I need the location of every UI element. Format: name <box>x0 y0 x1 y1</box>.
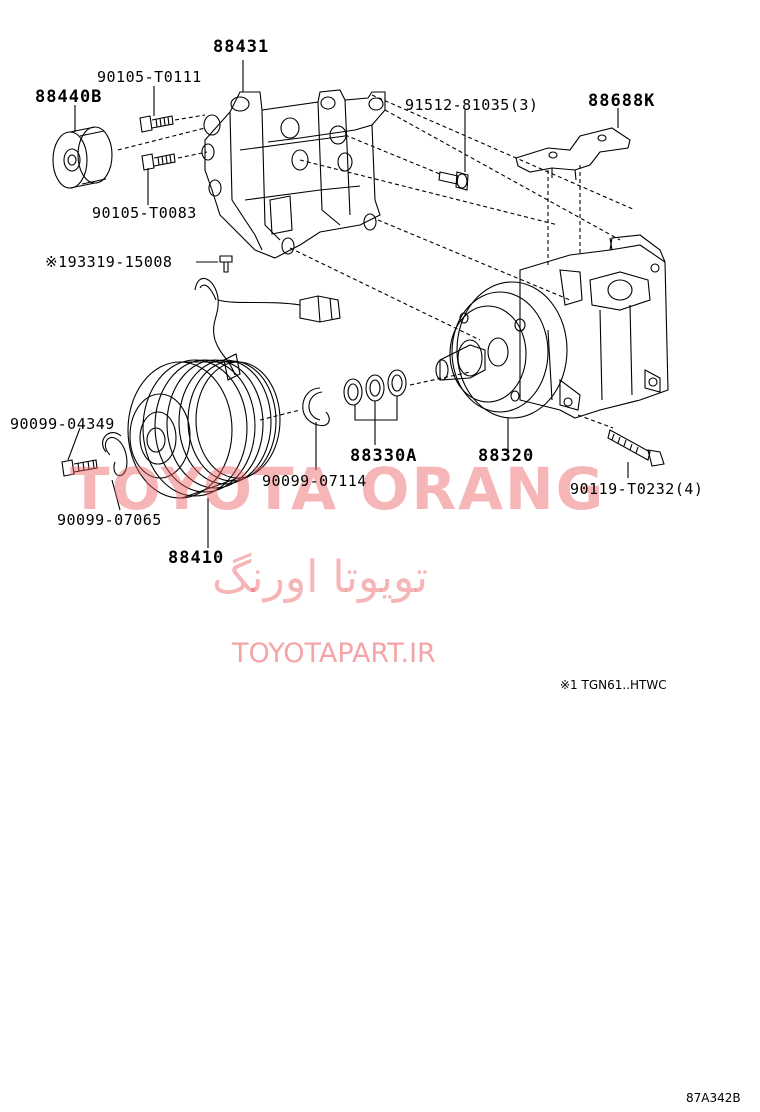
part-label-90105-T0111: 90105-T0111 <box>97 68 202 86</box>
part-label-91512-81035: 91512-81035(3) <box>405 96 539 114</box>
part-label-88410: 88410 <box>168 548 225 568</box>
part-label-88688K: 88688K <box>588 91 656 111</box>
bolt-90119-T0232 <box>607 429 665 467</box>
shims-88330A <box>343 369 407 406</box>
part-label-88320: 88320 <box>478 446 535 466</box>
figure-code: 87A342B <box>686 1091 741 1105</box>
clutch-wire-harness <box>194 277 341 381</box>
watermark-brand: TOYOTA ORANG <box>70 455 606 523</box>
label-leader-lines <box>67 60 629 548</box>
bolt-91512-81035 <box>438 171 469 191</box>
part-label-90099-04349: 90099-04349 <box>10 415 115 433</box>
part-label-90099-07114: 90099-07114 <box>262 472 367 490</box>
bolt-90105-T0083 <box>141 153 176 171</box>
part-label-88440B: 88440B <box>35 87 103 107</box>
assembly-guide-lines <box>117 94 636 429</box>
applicability-footnote: ※1 TGN61..HTWC <box>560 678 667 692</box>
part-label-90119-T0232: 90119-T0232(4) <box>570 480 704 498</box>
compressor-assembly <box>435 234 669 419</box>
snap-ring-90099-07114 <box>302 387 330 427</box>
part-label-88431: 88431 <box>213 37 270 57</box>
idler-pulley <box>52 126 113 189</box>
bolt-90105-T0111 <box>139 115 174 133</box>
part-label-90099-07065: 90099-07065 <box>57 511 162 529</box>
bolt-90099-04349 <box>61 459 98 477</box>
small-bracket-88688K <box>515 127 631 181</box>
watermark-url: TOYOTAPART.IR <box>232 638 436 669</box>
snap-ring-90099-04349 <box>102 432 128 477</box>
compressor-bracket <box>201 89 386 259</box>
part-label-193319-15008: ※193319-15008 <box>45 253 173 271</box>
screw-193319-15008 <box>219 255 233 273</box>
part-label-90105-T0083: 90105-T0083 <box>92 204 197 222</box>
magnet-clutch <box>127 359 281 499</box>
part-label-88330A: 88330A <box>350 446 418 466</box>
watermark-brand-persian: تویوتا اورنگ <box>212 552 428 603</box>
